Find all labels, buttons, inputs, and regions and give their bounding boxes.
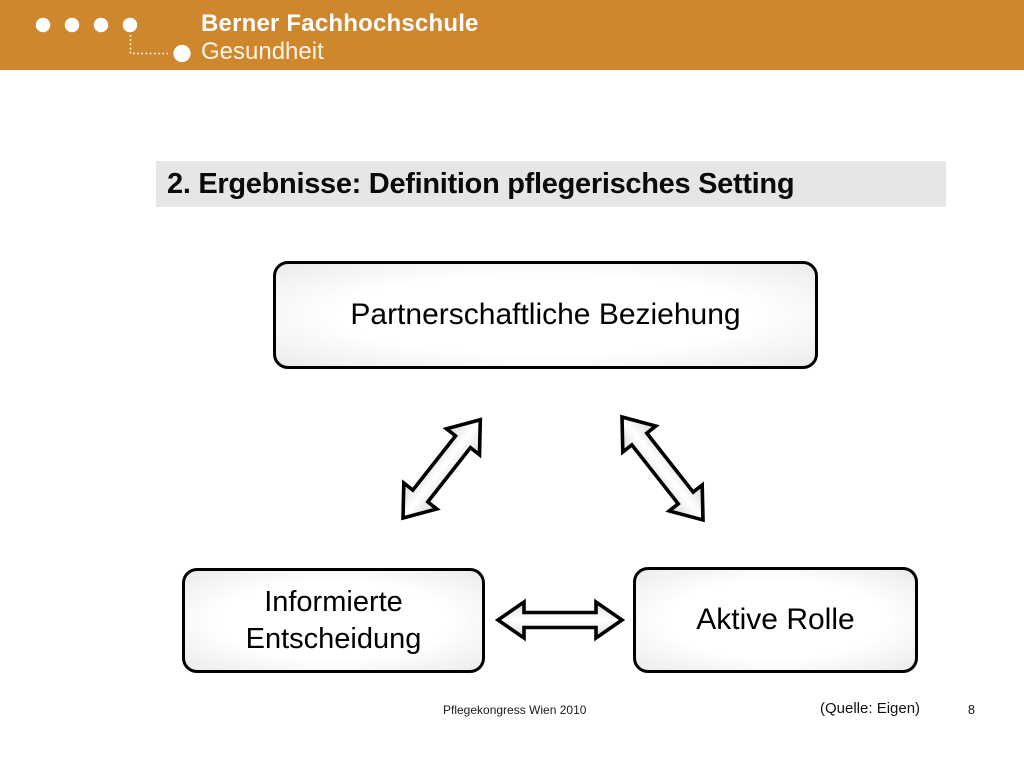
double-arrow-right-icon [620,414,705,523]
slide-title-bar: 2. Ergebnisse: Definition pflegerisches … [156,161,946,207]
diagram-node-informierte-entscheidung: Informierte Entscheidung [182,568,485,673]
footer-source-label: (Quelle: Eigen) [820,700,921,717]
bfh-logo-dots-icon [35,17,191,63]
org-name: Berner Fachhochschule [201,10,479,37]
diagram-node-partnerschaftliche-beziehung: Partnerschaftliche Beziehung [273,261,818,369]
double-arrow-horizontal-icon [494,598,626,642]
footer-event-label: Pflegekongress Wien 2010 [443,703,587,717]
diagram-node-aktive-rolle: Aktive Rolle [633,567,918,673]
slide-title: 2. Ergebnisse: Definition pflegerisches … [167,167,795,200]
header-banner: Berner Fachhochschule Gesundheit [0,0,1024,70]
department-name: Gesundheit [201,38,324,65]
double-arrow-left-icon [401,417,483,521]
footer-page-number: 8 [968,703,975,717]
